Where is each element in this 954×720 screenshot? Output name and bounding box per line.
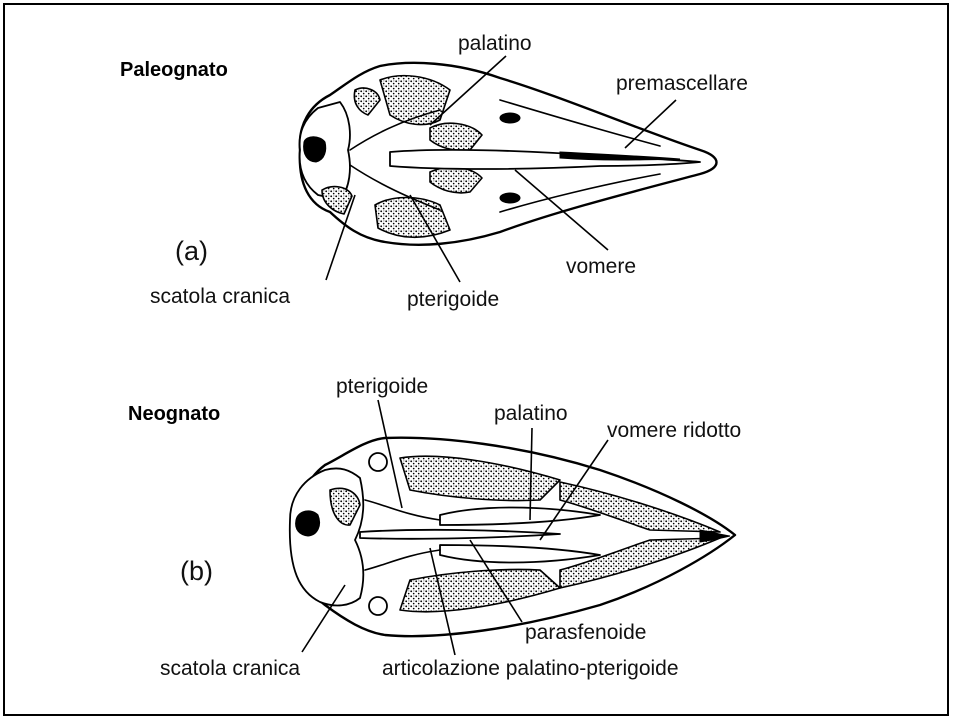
nostril-down-a <box>500 193 520 203</box>
panel-a-letter: (a) <box>175 236 208 266</box>
label-a-scatola-cranica: scatola cranica <box>150 285 290 308</box>
label-b-parasfenoide: parasfenoide <box>525 621 646 644</box>
nostril-up-a <box>500 113 520 123</box>
label-a-premascellare: premascellare <box>616 72 748 95</box>
label-b-scatola-cranica: scatola cranica <box>160 657 300 680</box>
label-a-pterigoide: pterigoide <box>407 288 499 311</box>
label-b-articolazione: articolazione palatino-pterigoide <box>382 657 679 680</box>
foramen-magnum-a <box>304 137 326 162</box>
panel-b-letter: (b) <box>180 556 213 586</box>
label-a-vomere: vomere <box>566 255 636 278</box>
quadrate-down <box>369 597 387 615</box>
label-b-palatino: palatino <box>494 402 568 425</box>
label-b-pterigoide: pterigoide <box>336 375 428 398</box>
label-a-palatino: palatino <box>458 32 532 55</box>
paleognath-group-label: Paleognato <box>120 59 228 81</box>
label-b-vomere-ridotto: vomere ridotto <box>607 419 741 442</box>
quadrate-up <box>369 453 387 471</box>
neognath-group-label: Neognato <box>128 403 220 425</box>
foramen-magnum-b <box>296 511 320 536</box>
neognath-braincase <box>290 468 364 605</box>
